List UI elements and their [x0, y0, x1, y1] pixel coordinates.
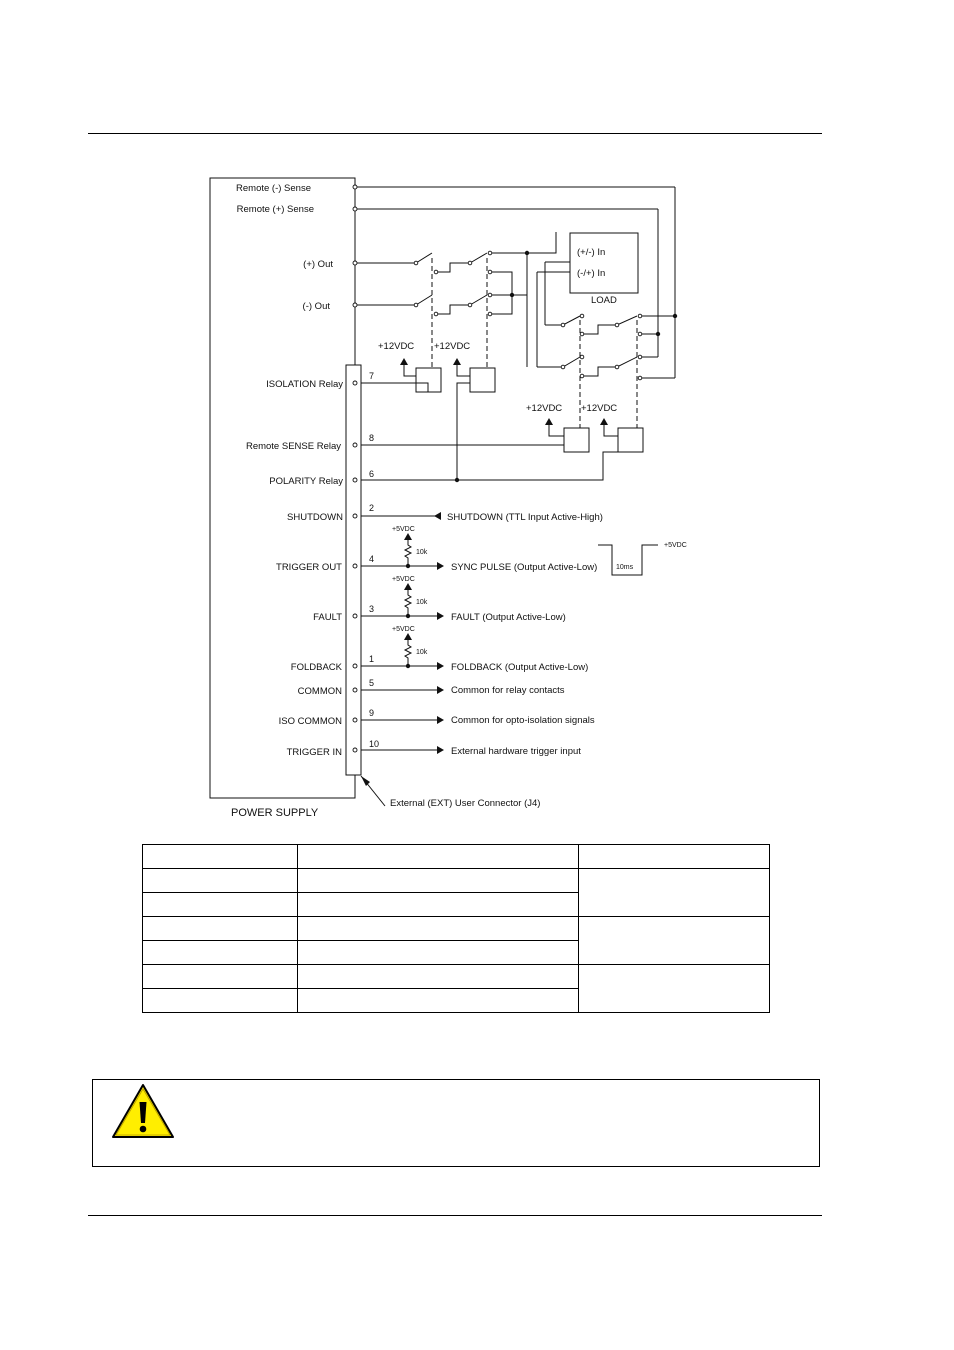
desc-iso-common: Common for opto-isolation signals [451, 715, 595, 726]
pin-name-trigger-out: TRIGGER OUT [276, 562, 342, 573]
label-10k-2: 10k [416, 599, 428, 606]
pin-name-sense: Remote SENSE Relay [246, 441, 341, 452]
pin-name-iso-common: ISO COMMON [279, 716, 342, 727]
label-12vdc-4: +12VDC [581, 403, 617, 414]
label-load-in1: (+/-) In [577, 247, 605, 258]
label-load-in2: (-/+) In [577, 268, 605, 279]
table-row [142, 988, 770, 1013]
label-12vdc-1: +12VDC [378, 341, 414, 352]
pin-name-trigger-in: TRIGGER IN [287, 747, 343, 758]
table-cell [142, 844, 298, 869]
label-10k-1: 10k [416, 549, 428, 556]
pin-name-isolation: ISOLATION Relay [266, 379, 343, 390]
label-10k-3: 10k [416, 649, 428, 656]
polarity-relay-coil-2 [617, 427, 644, 453]
spec-table [142, 844, 770, 1013]
desc-shutdown: SHUTDOWN (TTL Input Active-High) [447, 512, 603, 523]
table-cell [297, 844, 579, 869]
table-cell [142, 988, 298, 1013]
sense-relay-coil [563, 427, 590, 453]
table-cell [297, 892, 579, 917]
table-cell [297, 940, 579, 965]
top-rule [88, 133, 822, 134]
pin-name-foldback: FOLDBACK [291, 662, 343, 673]
table-row [142, 868, 770, 917]
pin-number-10: 10 [369, 739, 379, 749]
pin-number-4: 4 [369, 554, 374, 564]
desc-foldback: FOLDBACK (Output Active-Low) [451, 662, 588, 673]
table-cell [578, 868, 770, 917]
table-cell [578, 964, 770, 1013]
label-remote-neg-sense: Remote (-) Sense [236, 183, 311, 194]
table-header-row [142, 844, 770, 869]
connector-j4 [345, 364, 362, 776]
pin-name-polarity: POLARITY Relay [269, 476, 343, 487]
power-supply-box [209, 177, 356, 799]
table-cell [578, 844, 770, 869]
label-5vdc-3: +5VDC [392, 626, 415, 633]
desc-trigger-in: External hardware trigger input [451, 746, 581, 757]
pin-name-fault: FAULT [313, 612, 342, 623]
pin-number-9: 9 [369, 708, 374, 718]
label-neg-out: (-) Out [303, 301, 331, 312]
load-box [569, 232, 639, 294]
label-12vdc-2: +12VDC [434, 341, 470, 352]
warning-triangle-icon [112, 1084, 174, 1138]
label-5vdc-2: +5VDC [392, 576, 415, 583]
table-cell [297, 964, 579, 989]
desc-fault: FAULT (Output Active-Low) [451, 612, 566, 623]
label-load: LOAD [591, 295, 617, 306]
bottom-rule [88, 1215, 822, 1216]
wiring-diagram: Remote (-) Sense Remote (+) Sense (+) Ou… [209, 177, 687, 819]
desc-common: Common for relay contacts [451, 685, 565, 696]
pin-number-6: 6 [369, 469, 374, 479]
table-row [142, 916, 770, 965]
table-cell [142, 892, 298, 917]
table-cell [142, 964, 298, 989]
label-12vdc-3: +12VDC [526, 403, 562, 414]
pin-number-7: 7 [369, 371, 374, 381]
desc-sync-pulse: SYNC PULSE (Output Active-Low) [451, 562, 597, 573]
pin-number-8: 8 [369, 433, 374, 443]
pin-number-5: 5 [369, 678, 374, 688]
polarity-relay-coil-1 [469, 367, 496, 393]
table-row [142, 964, 770, 1013]
connector-label: External (EXT) User Connector (J4) [390, 798, 540, 809]
pin-name-common: COMMON [298, 686, 342, 697]
label-pulse-5vdc: +5VDC [664, 542, 687, 549]
table-cell [297, 988, 579, 1013]
table-cell [142, 868, 298, 893]
label-10ms: 10ms [616, 564, 634, 571]
label-pos-out: (+) Out [303, 259, 333, 270]
pin-name-shutdown: SHUTDOWN [287, 512, 343, 523]
table-cell [142, 916, 298, 941]
label-5vdc-1: +5VDC [392, 526, 415, 533]
table-cell [142, 940, 298, 965]
pin-number-2: 2 [369, 503, 374, 513]
caution-box [92, 1079, 820, 1167]
table-cell [297, 916, 579, 941]
table-cell [297, 868, 579, 893]
pin-number-3: 3 [369, 604, 374, 614]
pin-number-1: 1 [369, 654, 374, 664]
label-remote-pos-sense: Remote (+) Sense [237, 204, 314, 215]
table-cell [578, 916, 770, 965]
power-supply-label: POWER SUPPLY [231, 807, 319, 819]
